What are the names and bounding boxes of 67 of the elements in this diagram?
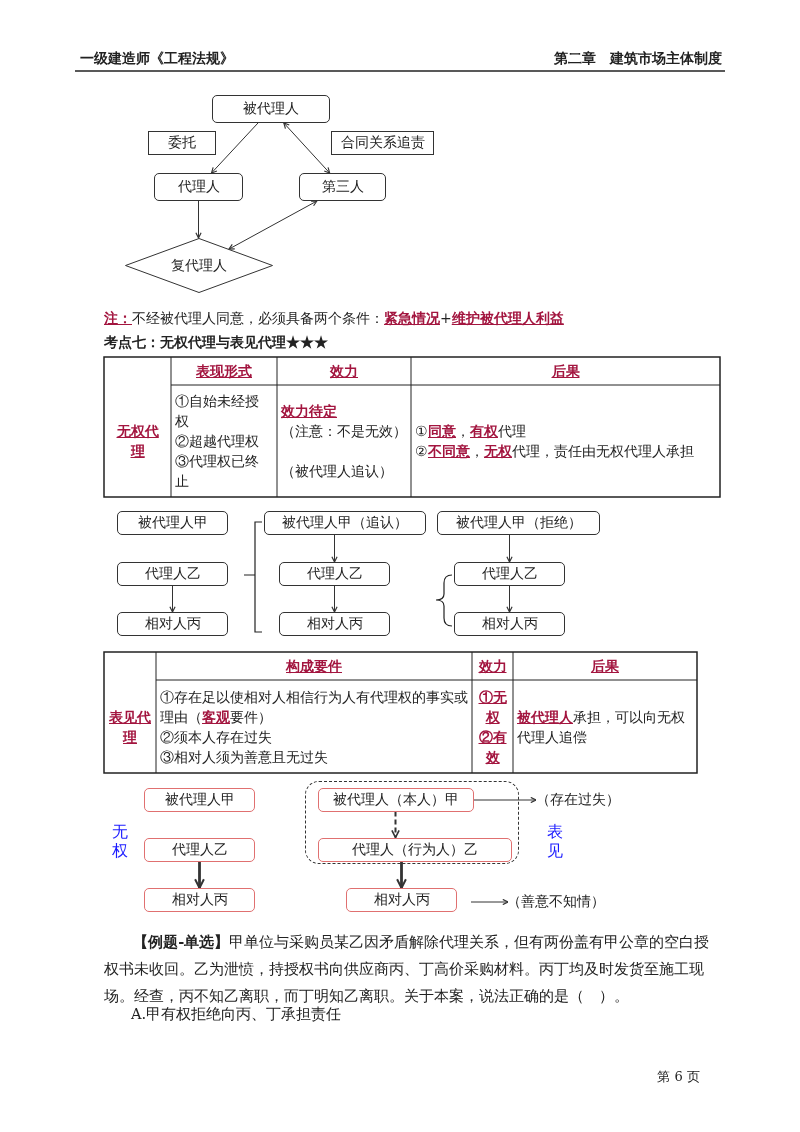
table-text: ①无权 [477,687,508,727]
table-text: 被代理人承担，可以向无权代理人追偿 [517,707,686,747]
column-header: 效力 [477,657,508,676]
arrow [195,200,202,239]
rounded-box: 被代理人（本人）甲 [317,787,474,812]
running-header: 一级建造师《工程法规》 [80,50,235,68]
column-header: 后果 [550,362,581,381]
table-text: 效力待定 [281,402,338,421]
side-label: 无权 [111,822,129,860]
rounded-box: 第三人 [299,173,386,201]
rounded-box: 代理人乙 [454,562,565,586]
rounded-box: 相对人丙 [144,888,255,912]
rounded-box: 被代理人甲（拒绝） [437,511,600,535]
column-header: 后果 [590,657,620,676]
table-text: ③代理权已终止 [175,452,260,491]
question-text: 【例题-单选】甲单位与采购员某乙因矛盾解除代理关系，但有两份盖有甲公章的空白授权书未收回。乙为泄愤，持授权书向供应商丙、丁高价采购材料。丙丁均及时发货至施工现场。经查，丙不知乙离职，而丁明知乙离职。关于本案，说法正确的是（ ）。 [104,932,711,1006]
column-header: 构成要件 [285,657,343,676]
arrow [473,796,537,804]
rounded-box: 相对人丙 [279,612,390,636]
row-header: 无权代理 [115,422,160,461]
rounded-box: 被代理人 [212,95,330,123]
arrow [470,898,509,906]
rounded-box: 代理人 [154,173,243,201]
arrow [194,862,205,889]
arrow [396,861,407,889]
table-text: ②超越代理权 [175,432,260,451]
arrow [331,534,338,563]
table-text: ③相对人须为善意且无过失 [160,747,329,767]
rounded-box: 被代理人甲（追认） [264,511,426,535]
rounded-box: 相对人丙 [454,612,565,636]
label-box: 合同关系追责 [331,131,434,155]
arrow [210,122,259,174]
row-header: 表见代理 [109,707,151,747]
table-text: ②不同意，无权代理，责任由无权代理人承担 [415,442,695,461]
rounded-box: 代理人乙 [117,562,228,586]
arrow [391,810,400,839]
note-text: 注：不经被代理人同意，必须具备两个条件：紧急情况+维护被代理人利益 [104,310,565,328]
decision-diamond: 复代理人 [125,238,273,293]
arrow [228,200,318,250]
column-header: 效力 [329,362,359,381]
rounded-box: 代理人乙 [144,838,255,862]
rounded-box: 代理人乙 [279,562,390,586]
table-text: ②有效 [477,727,508,767]
label-box: 委托 [148,131,216,155]
arrow [506,585,513,613]
answer-option: A.甲有权拒绝向丙、丁承担责任 [131,1005,531,1024]
arrow [331,585,338,613]
side-label: 表见 [546,822,564,860]
rounded-box: 代理人（行为人）乙 [317,837,512,862]
page-number: 第 6 页 [656,1068,700,1086]
table-text: ①自始未经授权 [175,392,260,431]
running-header: 第二章 建筑市场主体制度 [553,50,722,68]
column-header: 表现形式 [195,362,253,381]
arrow [283,122,331,174]
dashed-group-box [305,781,519,864]
table-text: （注意：不是无效） [281,422,407,441]
rounded-box: 被代理人甲 [144,788,255,812]
section-heading: 考点七：无权代理与表见代理★★★ [104,334,329,352]
table-text: ①存在足以使相对人相信行为人有代理权的事实或理由（客观要件） [160,687,468,727]
arrow [169,585,176,613]
rounded-box: 被代理人甲 [117,511,228,535]
rounded-box: 相对人丙 [346,888,457,912]
table-text: ②须本人存在过失 [160,727,273,747]
table-text: ①同意，有权代理 [415,422,527,441]
table-text: （被代理人追认） [281,462,394,481]
rounded-box: 相对人丙 [117,612,228,636]
arrow [506,534,513,563]
